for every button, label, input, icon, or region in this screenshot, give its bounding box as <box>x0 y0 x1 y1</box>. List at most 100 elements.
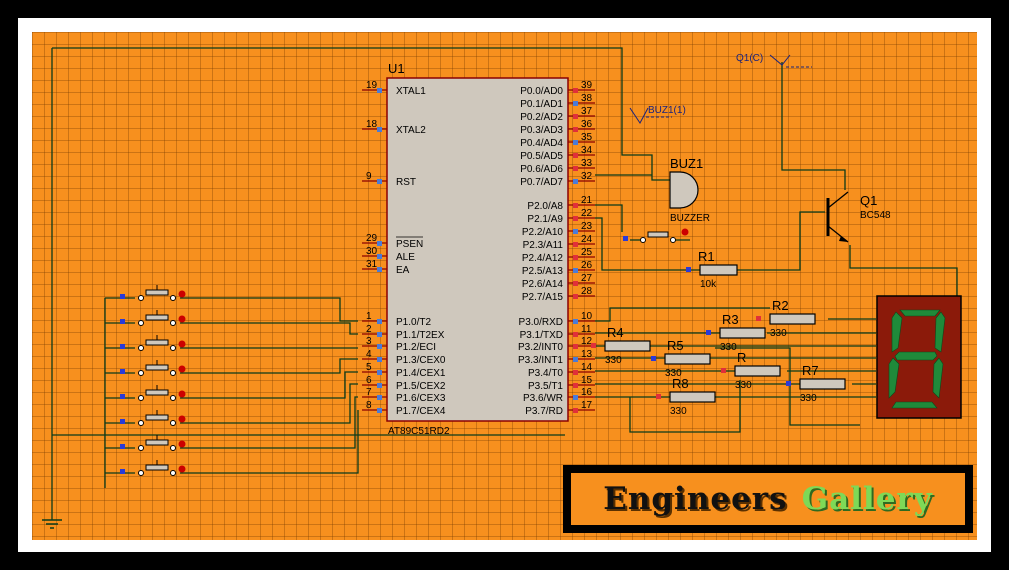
pushbutton[interactable] <box>120 310 186 326</box>
buzzer-buz1[interactable]: BUZ1 BUZZER <box>669 156 710 224</box>
pin-number: 15 <box>581 375 593 386</box>
segment-g <box>894 351 938 361</box>
pin-number: 27 <box>581 273 593 284</box>
pin-number: 25 <box>581 247 593 258</box>
pin-number: 17 <box>581 400 593 411</box>
chip-part: AT89C51RD2 <box>388 426 450 437</box>
segment-b <box>934 311 946 353</box>
pin-number: 4 <box>366 349 372 360</box>
pin-name: P1.6/CEX3 <box>396 393 446 404</box>
pushbutton-p23[interactable] <box>623 228 689 243</box>
chip-pin-1[interactable]: 1P1.0/T2 <box>362 311 431 328</box>
chip-pin-8[interactable]: 8P1.7/CEX4 <box>362 400 446 417</box>
pin-name: RST <box>396 177 416 188</box>
pushbutton[interactable] <box>120 360 186 376</box>
seven-segment-display[interactable] <box>876 295 962 419</box>
transistor-ref: Q1 <box>860 193 877 208</box>
pin-number: 3 <box>366 336 372 347</box>
resistor-ref: R7 <box>802 363 819 378</box>
pushbutton[interactable] <box>120 410 186 426</box>
resistor-value: 330 <box>605 355 622 366</box>
pin-number: 14 <box>581 362 593 373</box>
pin-name: P0.3/AD3 <box>520 125 563 136</box>
chip-pin-7[interactable]: 7P1.6/CEX3 <box>362 387 446 404</box>
resistor-value: 10k <box>700 279 717 290</box>
pushbutton[interactable] <box>120 460 186 476</box>
chip-pin-5[interactable]: 5P1.4/CEX1 <box>362 362 446 379</box>
pin-name: EA <box>396 265 410 276</box>
pin-number: 11 <box>581 324 592 335</box>
chip-pin-2[interactable]: 2P1.1/T2EX <box>362 324 445 341</box>
chip-pin-3[interactable]: 3P1.2/ECI <box>362 336 436 353</box>
pin-name: P1.7/CEX4 <box>396 406 446 417</box>
chip-ref: U1 <box>388 61 405 76</box>
segment-a <box>899 309 941 317</box>
pin-name: P2.6/A14 <box>522 279 564 290</box>
pin-number: 16 <box>581 387 593 398</box>
transistor-q1[interactable]: Q1 BC548 <box>826 191 891 243</box>
pin-number: 10 <box>581 311 593 322</box>
pin-name: P3.7/RD <box>525 406 563 417</box>
seven-segment-digit <box>888 309 946 409</box>
chip-pin-6[interactable]: 6P1.5/CEX2 <box>362 375 446 392</box>
pin-name: P0.0/AD0 <box>520 86 563 97</box>
pin-number: 2 <box>366 324 372 335</box>
segment-e <box>888 357 900 399</box>
pin-name: P2.7/A15 <box>522 292 564 303</box>
transistor-part: BC548 <box>860 210 891 221</box>
pin-name: P0.1/AD1 <box>520 99 563 110</box>
pushbutton[interactable] <box>120 435 186 451</box>
chip-pin-4[interactable]: 4P1.3/CEX0 <box>362 349 446 366</box>
pin-name: P0.7/AD7 <box>520 177 563 188</box>
resistor-value: 330 <box>770 328 787 339</box>
probe-buz1[interactable]: BUZ1(1) <box>629 105 686 124</box>
pushbutton[interactable] <box>120 285 186 301</box>
pushbutton[interactable] <box>120 335 186 351</box>
pin-number: 1 <box>366 311 372 322</box>
probe-q1[interactable]: Q1(C) <box>736 53 812 68</box>
pin-number: 7 <box>366 387 372 398</box>
pin-number: 39 <box>581 80 593 91</box>
pushbutton[interactable] <box>120 385 186 401</box>
pin-name: P1.1/T2EX <box>396 330 445 341</box>
